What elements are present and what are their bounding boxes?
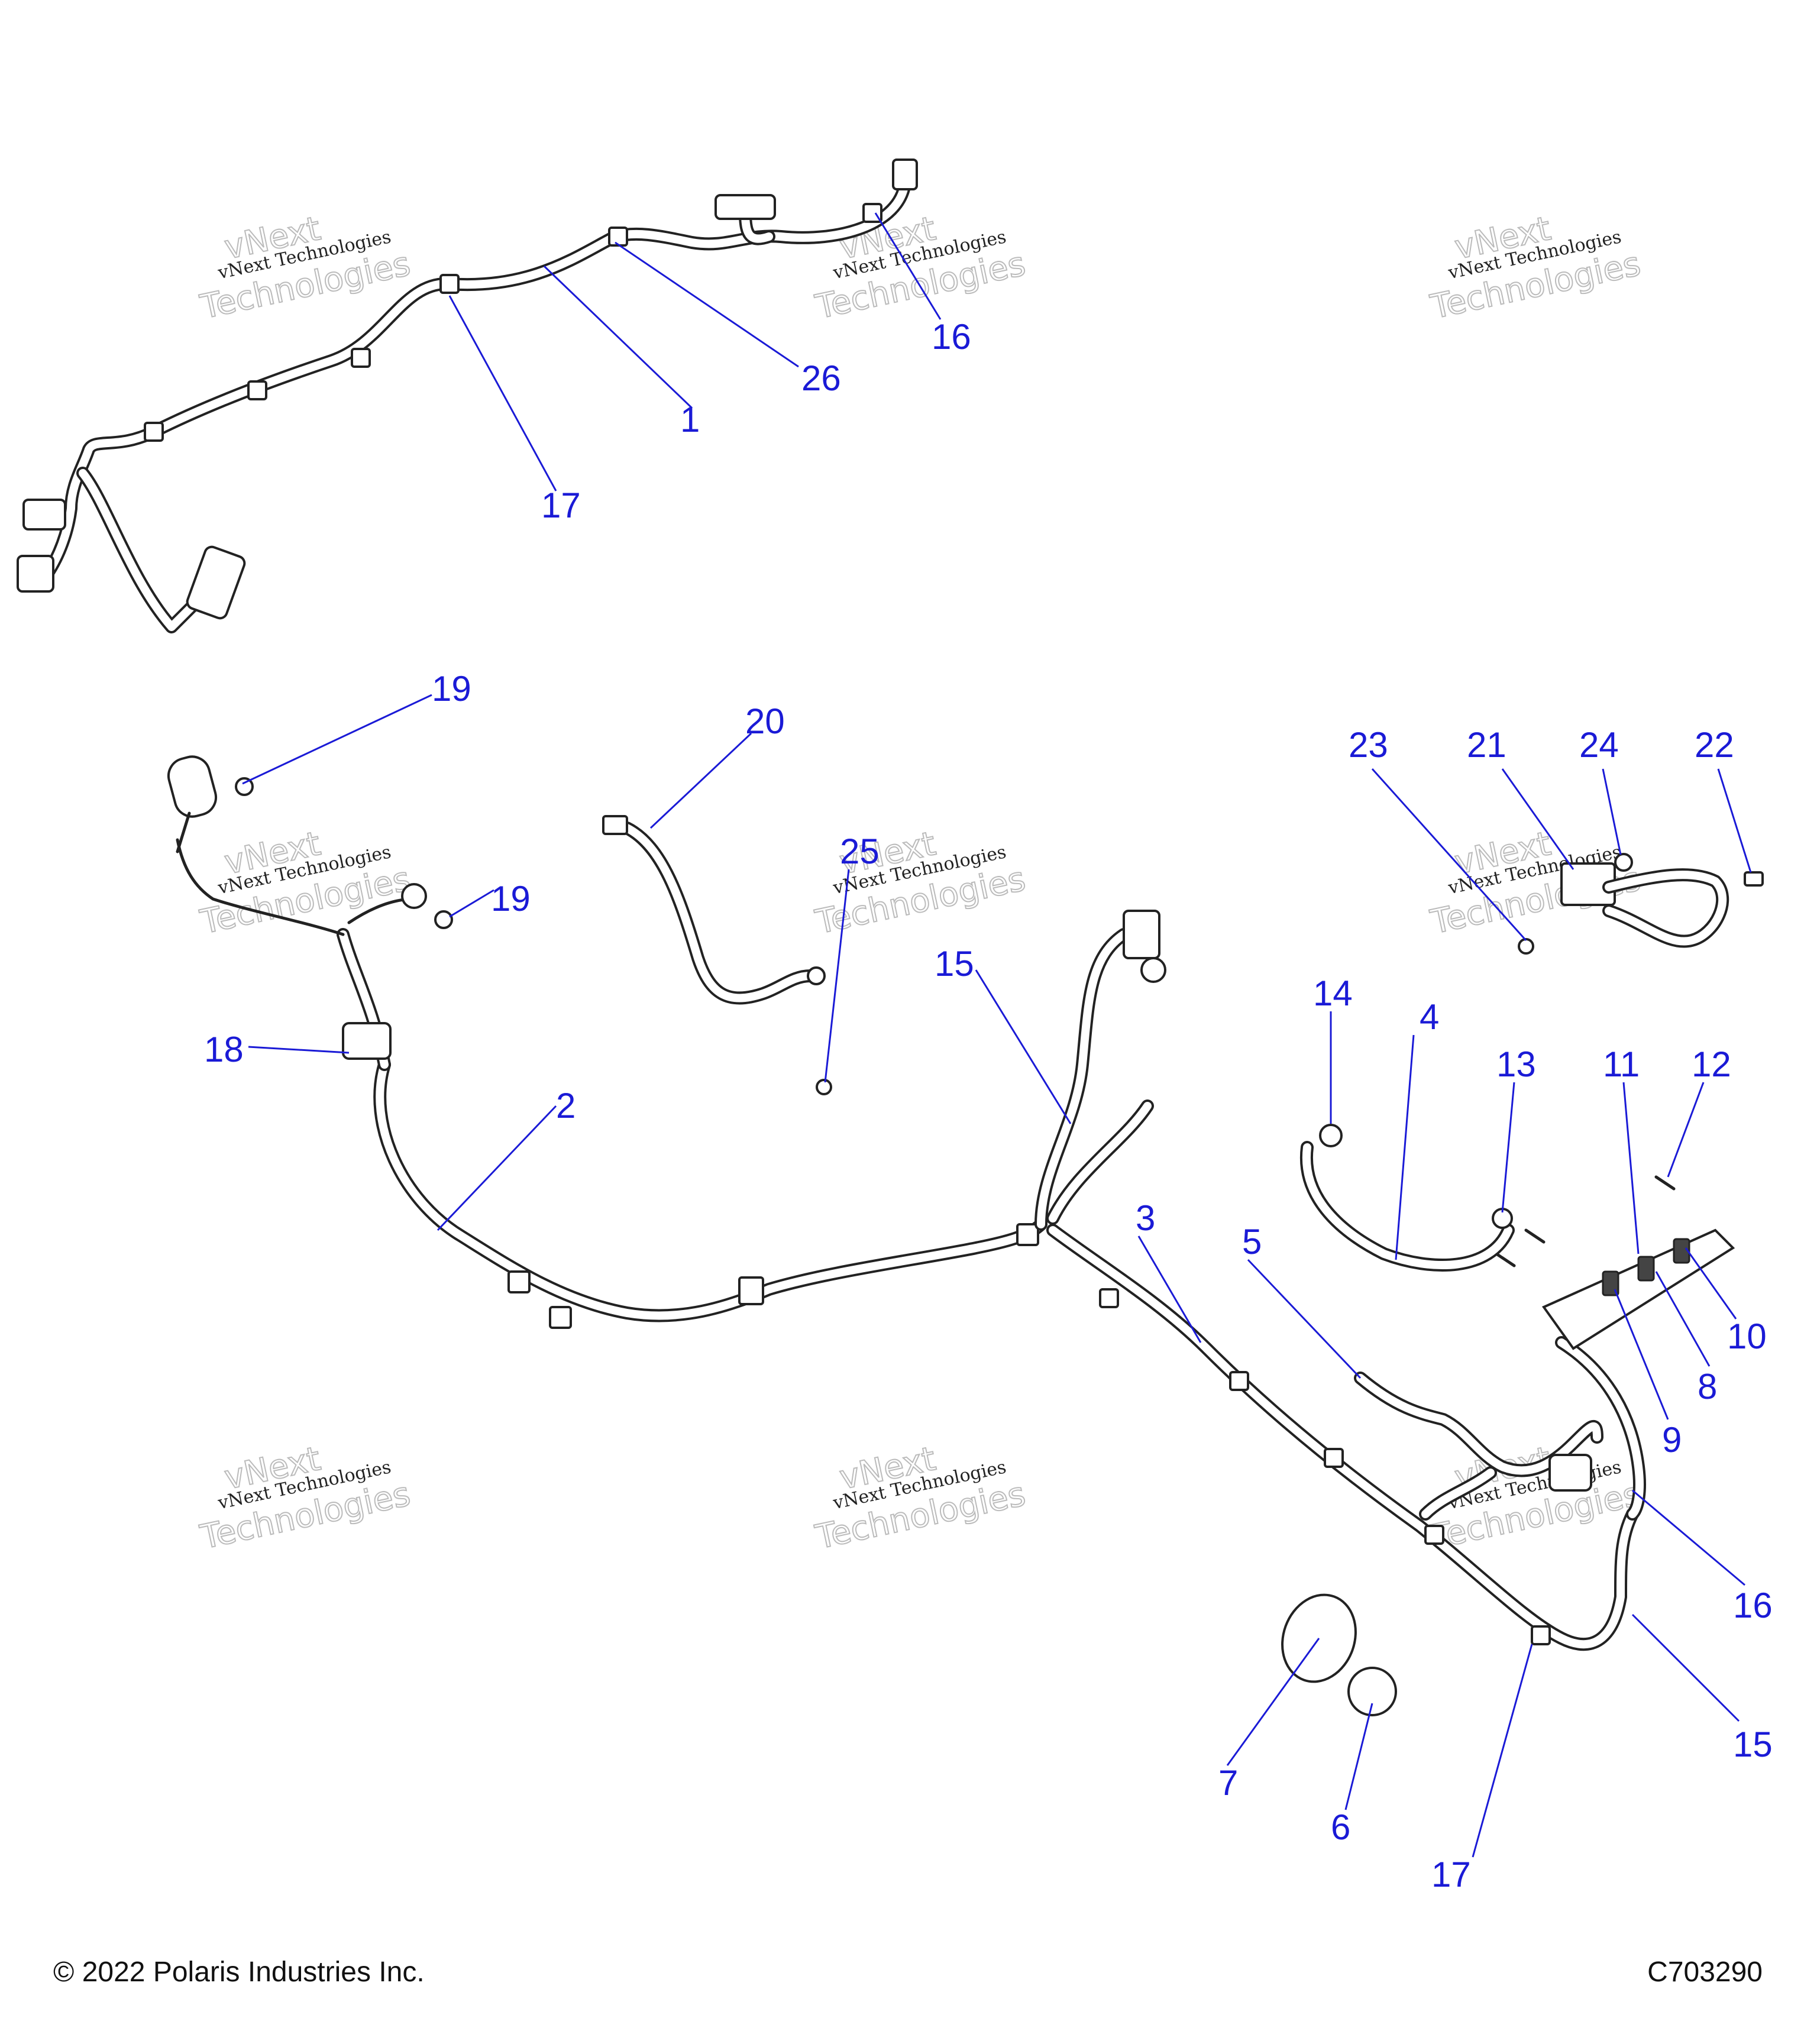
callout-19-lower: 19	[491, 879, 531, 918]
callout-19-upper: 19	[432, 669, 471, 709]
callout-8: 8	[1698, 1367, 1717, 1406]
callout-15-lower: 15	[1733, 1725, 1773, 1764]
connector	[342, 1022, 392, 1060]
ring-terminal	[1140, 957, 1166, 983]
callout-5: 5	[1242, 1222, 1262, 1262]
battery-terminal-boot	[167, 755, 218, 818]
callout-13: 13	[1496, 1044, 1536, 1084]
bolt-12	[1654, 1175, 1676, 1191]
connector	[22, 499, 66, 531]
callout-16-upper: 16	[932, 317, 971, 357]
harness-1	[17, 159, 918, 633]
clip	[1531, 1625, 1551, 1645]
watermark: vNext vNext Technologies Technologies	[811, 1439, 1029, 1557]
fuse	[1637, 1256, 1655, 1282]
watermark: vNext vNext Technologies Technologies	[1427, 209, 1644, 327]
clip	[507, 1270, 531, 1293]
watermark: vNext vNext Technologies Technologies	[811, 824, 1029, 942]
connector	[1548, 1454, 1592, 1492]
clip	[1424, 1525, 1444, 1545]
clip	[862, 203, 882, 223]
callout-23: 23	[1349, 725, 1388, 765]
clip	[738, 1276, 764, 1305]
cable-end	[807, 966, 826, 985]
clip	[351, 348, 371, 368]
grommet-6	[1347, 1667, 1397, 1716]
fuse-block	[1495, 1175, 1735, 1521]
nut-19	[434, 910, 453, 929]
connector	[714, 194, 776, 220]
nut-24	[1614, 853, 1633, 872]
callout-20: 20	[745, 701, 785, 741]
bolt-12	[1524, 1228, 1546, 1244]
clip	[247, 380, 267, 400]
callout-14: 14	[1313, 974, 1353, 1013]
cable-20	[602, 815, 826, 1005]
harness-3	[1046, 1224, 1639, 1651]
clip	[608, 227, 628, 247]
clip	[1099, 1288, 1119, 1308]
callout-numbers: 1 2 3 4 5 6 7 8 9 10 11 12 13 14 15 15 1…	[204, 317, 1773, 1894]
nut-19	[235, 777, 254, 796]
callout-11: 11	[1603, 1044, 1640, 1084]
callout-1: 1	[680, 400, 700, 439]
connector	[186, 545, 246, 620]
callout-15-upper: 15	[935, 944, 974, 984]
callout-16-lower: 16	[1733, 1586, 1773, 1625]
terminal-cover	[1123, 910, 1160, 959]
callout-7: 7	[1218, 1763, 1238, 1803]
harness-5	[1354, 1372, 1603, 1521]
screw-25	[816, 1079, 832, 1095]
cable-end	[602, 815, 628, 835]
callout-25: 25	[840, 832, 880, 871]
callout-17-upper: 17	[541, 486, 581, 525]
ground-cable-4	[1299, 1124, 1515, 1272]
watermarks: vNext vNext Technologies Technologies vN…	[196, 209, 1644, 1557]
clip	[549, 1306, 572, 1329]
callout-4: 4	[1420, 997, 1439, 1037]
callout-22: 22	[1695, 725, 1734, 765]
connector	[892, 159, 918, 190]
connector	[17, 555, 54, 593]
clip	[144, 422, 164, 442]
callout-3: 3	[1136, 1198, 1155, 1238]
callout-24: 24	[1579, 725, 1619, 765]
clip	[1016, 1223, 1039, 1246]
cable-15-loop	[1034, 910, 1166, 1231]
watermark: vNext vNext Technologies Technologies	[196, 1439, 414, 1557]
callout-2: 2	[556, 1086, 576, 1126]
fuse	[1602, 1270, 1619, 1296]
callout-21: 21	[1467, 725, 1506, 765]
clip	[1324, 1448, 1344, 1468]
diagram-code: C703290	[1647, 1956, 1763, 1988]
harness-2	[167, 755, 1047, 1329]
callout-10: 10	[1727, 1317, 1767, 1356]
ring-terminal	[401, 883, 427, 909]
screw-23	[1518, 938, 1534, 955]
callout-6: 6	[1331, 1807, 1350, 1847]
clip	[1229, 1371, 1249, 1391]
callout-18: 18	[204, 1030, 244, 1069]
bolt-14	[1319, 1124, 1343, 1147]
watermark: vNext vNext Technologies Technologies	[811, 209, 1029, 327]
fuse	[1673, 1238, 1690, 1264]
clip-22	[1744, 871, 1764, 887]
leader-lines	[242, 212, 1752, 1858]
bolt-12	[1495, 1252, 1516, 1267]
copyright-text: © 2022 Polaris Industries Inc.	[53, 1956, 425, 1988]
watermark: vNext vNext Technologies Technologies	[196, 209, 414, 327]
callout-17-lower: 17	[1431, 1855, 1471, 1894]
clip	[439, 274, 460, 294]
callout-12: 12	[1692, 1044, 1731, 1084]
callout-9: 9	[1662, 1420, 1682, 1460]
callout-26: 26	[801, 358, 841, 398]
